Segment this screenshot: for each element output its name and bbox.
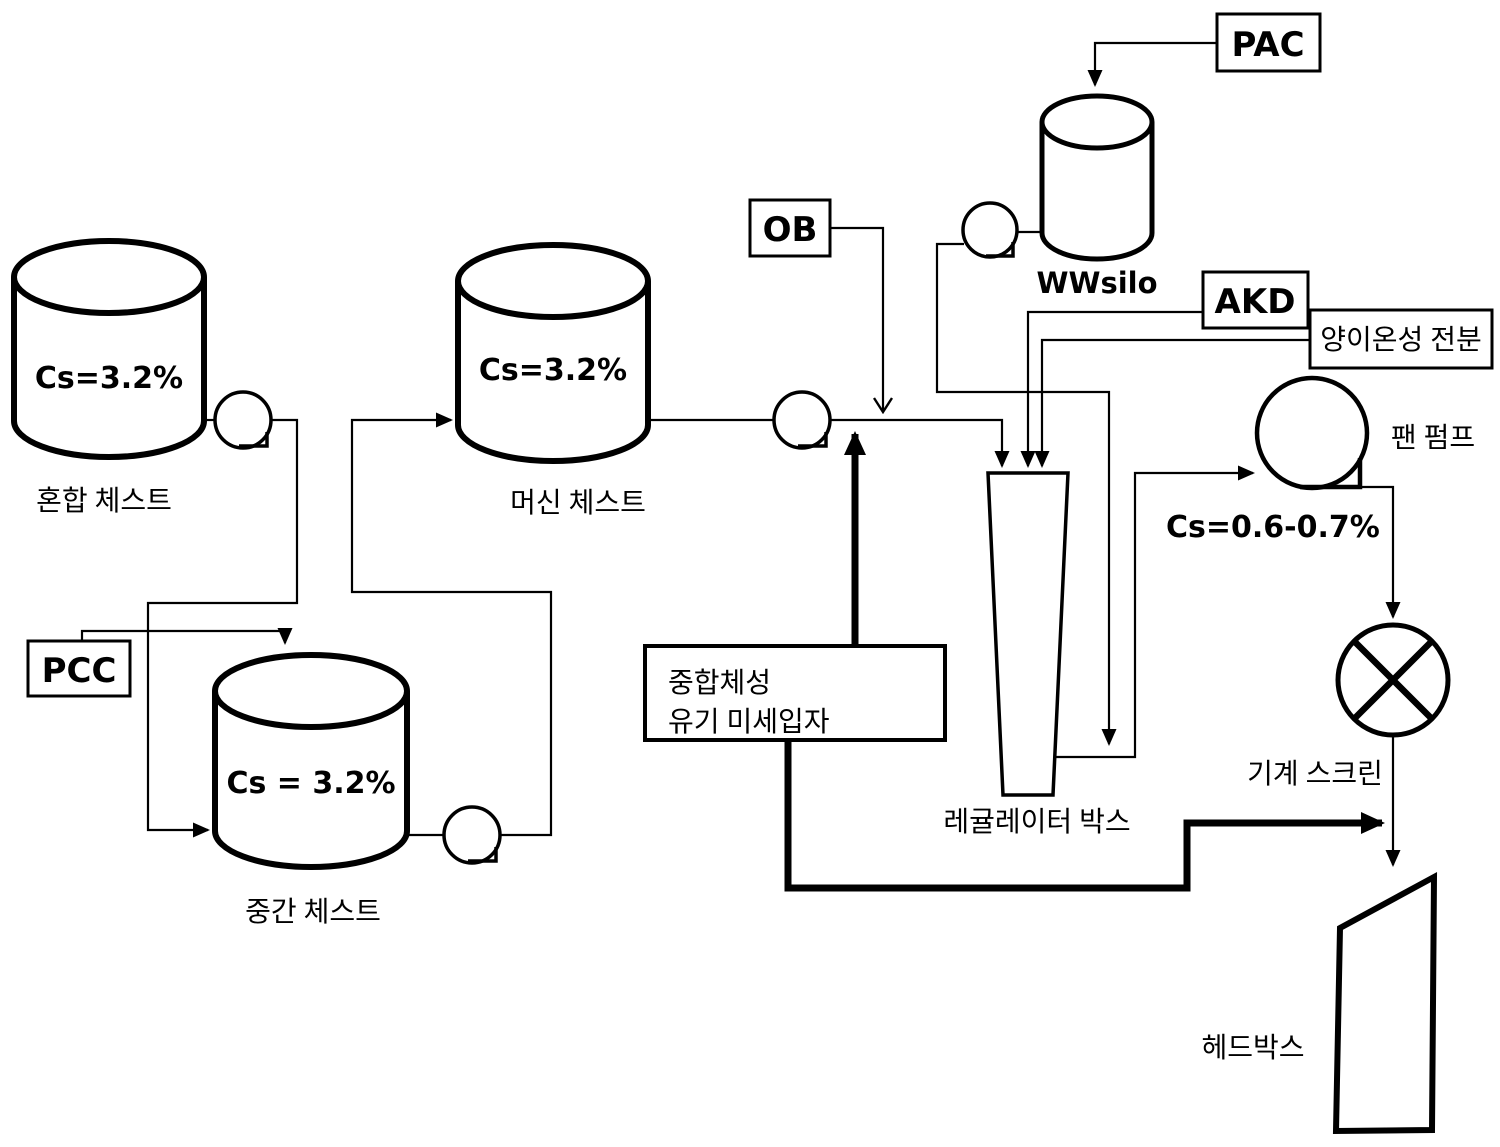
fan-pump-cs-label: Cs=0.6-0.7% xyxy=(1166,510,1380,545)
mixing-chest-tank: Cs=3.2% xyxy=(11,238,207,460)
pipe-fan-pump-to-screen xyxy=(1361,485,1401,619)
akd-box-label: AKD xyxy=(1215,282,1296,322)
ob-box: OB xyxy=(748,198,832,258)
pipe-lines xyxy=(80,41,1401,867)
cationic-starch-box: 양이온성 전분 xyxy=(1308,308,1494,370)
pcc-box: PCC xyxy=(26,639,132,698)
pipe-ob-feed xyxy=(830,226,883,412)
headbox-shape xyxy=(1332,871,1438,1135)
mixing-chest-label: 혼합 체스트 xyxy=(36,485,172,517)
mixing-chest-pump-icon xyxy=(213,390,273,450)
mechanical-screen-icon xyxy=(1335,622,1451,738)
ww-silo-label: WWsilo xyxy=(1036,266,1157,300)
intermediate-chest-tank: Cs = 3.2% xyxy=(212,652,410,870)
regulator-box-label: 레귤레이터 박스 xyxy=(943,806,1130,838)
pipe-pcc-feed xyxy=(80,628,293,645)
microparticle-lines xyxy=(784,431,1385,892)
ww-silo-pump-icon xyxy=(961,201,1019,259)
pac-box: PAC xyxy=(1215,12,1322,73)
pipe-starch-feed xyxy=(1034,338,1310,468)
intermediate-chest-cs: Cs = 3.2% xyxy=(226,766,395,801)
microparticle-box: 중합체성 유기 미세입자 xyxy=(643,644,947,742)
pcc-box-label: PCC xyxy=(42,651,117,691)
pipe-pac-feed xyxy=(1087,41,1217,87)
pipe-akd-feed xyxy=(1020,310,1203,468)
pipe-microparticle-to-screen-outlet xyxy=(784,740,1385,892)
pipe-intermediate-pump-to-machine xyxy=(350,412,553,837)
regulator-box xyxy=(986,471,1070,797)
pipe-mixing-pump-to-intermediate xyxy=(146,418,299,838)
intermediate-chest-label: 중간 체스트 xyxy=(245,897,381,928)
microparticle-label-line2: 유기 미세입자 xyxy=(668,706,830,738)
cationic-starch-label: 양이온성 전분 xyxy=(1320,325,1482,356)
machine-chest-cs: Cs=3.2% xyxy=(479,353,627,388)
fan-pump-label: 팬 펌프 xyxy=(1391,423,1475,454)
ww-silo-tank xyxy=(1039,93,1155,262)
mixing-chest-cs: Cs=3.2% xyxy=(35,361,183,396)
akd-box: AKD xyxy=(1201,270,1310,330)
machine-chest-tank: Cs=3.2% xyxy=(455,242,651,464)
headbox-label: 헤드박스 xyxy=(1201,1033,1304,1064)
machine-chest-pump-icon xyxy=(772,390,832,450)
pipe-regulator-to-fan-pump xyxy=(1054,465,1255,759)
pipe-machine-pump-to-regulator xyxy=(830,418,1010,468)
mechanical-screen-label: 기계 스크린 xyxy=(1247,758,1383,790)
pipe-silo-pump-to-junction xyxy=(935,242,1117,746)
intermediate-chest-pump-icon xyxy=(442,805,502,865)
microparticle-label-line1: 중합체성 xyxy=(668,668,771,699)
ob-box-label: OB xyxy=(763,210,818,250)
machine-chest-label: 머신 체스트 xyxy=(510,488,646,519)
pac-box-label: PAC xyxy=(1231,25,1304,65)
fan-pump-icon xyxy=(1254,375,1370,491)
